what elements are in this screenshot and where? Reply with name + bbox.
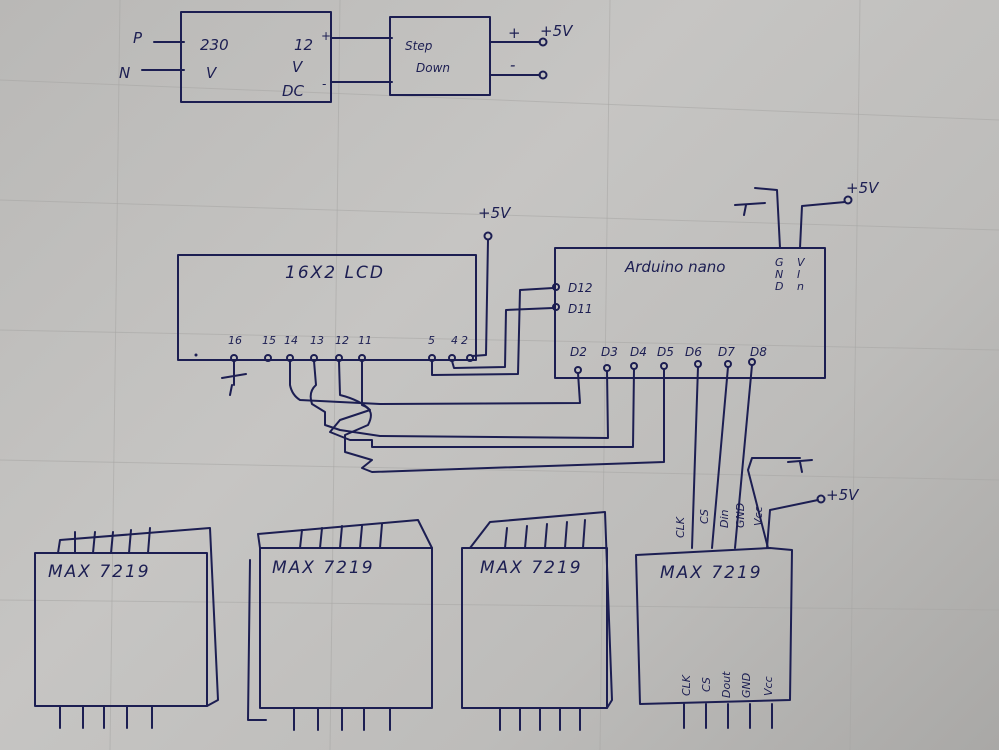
arduino-d3-label: D3 [601, 345, 618, 359]
max-vcc-supply-label: +5V [826, 486, 860, 504]
arduino-max-wiring: +5V [691, 364, 860, 549]
adapter-plus-sign: + [321, 29, 331, 43]
max-output-clk-label: CLK [680, 674, 693, 696]
lcd-pin-labels: 16 15 14 13 12 11 5 4 2 [228, 334, 468, 347]
adapter-output-unit: V [292, 58, 304, 76]
lcd-arduino-wiring [289, 287, 665, 473]
max7219-module-4-title: MAX 7219 [660, 563, 763, 583]
svg-text:V: V [797, 256, 806, 269]
step-down-label-line1: Step [405, 39, 433, 53]
supply-plus-sign: + [508, 24, 521, 42]
adapter-input-unit: V [206, 64, 218, 82]
max7219-module-4-output-labels: CLK CS Dout GND Vcc [680, 671, 775, 698]
max7219-module-4: MAX 7219 CLK CS Din GND Vcc CLK CS Dout … [635, 503, 793, 729]
max7219-module-2: MAX 7219 [247, 519, 433, 731]
arduino-gnd-pin-label: G N D [775, 256, 784, 293]
arduino-d4-label: D4 [630, 345, 647, 359]
arduino-vin-supply-label: +5V [846, 179, 880, 197]
max7219-module-2-title: MAX 7219 [272, 558, 375, 578]
svg-text:I: I [797, 268, 800, 281]
adapter-output-voltage: 12 [294, 36, 313, 54]
arduino-vin-pin-label: V I n [797, 256, 806, 293]
arduino-d2-label: D2 [570, 345, 587, 359]
supply-output-label: +5V [540, 22, 574, 40]
lcd-pin-15-label: 15 [262, 334, 276, 347]
ac-dc-adapter-box [180, 11, 332, 103]
power-supply-section: P N 230 V 12 V DC + - Step Down + - +5V [119, 11, 574, 103]
arduino-d12-label: D12 [568, 281, 593, 295]
max-input-vcc-label: Vcc [752, 506, 765, 526]
max-input-cs-label: CS [698, 509, 711, 524]
max-input-clk-label: CLK [674, 516, 687, 538]
svg-text:N: N [775, 268, 783, 281]
lcd-pin-5-label: 5 [428, 334, 435, 347]
arduino-d6-label: D6 [685, 345, 702, 359]
lcd-pin-12-label: 12 [335, 334, 349, 347]
arduino-title: Arduino nano [624, 258, 725, 276]
arduino-body [554, 247, 826, 379]
lcd-vcc-label: +5V [478, 204, 512, 222]
lcd-pin-4-label: 4 [451, 334, 458, 347]
arduino-d5-label: D5 [657, 345, 674, 359]
lcd-pin-11-label: 11 [358, 334, 372, 347]
arduino-bottom-pin-labels: D2 D3 D4 D5 D6 D7 D8 [570, 345, 767, 359]
supply-minus-terminal [538, 70, 548, 80]
lcd-module: 16X2 LCD 16 15 14 13 12 11 5 4 2 +5 [177, 204, 512, 396]
max-output-dout-label: Dout [720, 671, 733, 698]
adapter-output-type: DC [282, 82, 305, 100]
svg-text:n: n [797, 280, 804, 293]
step-down-converter-box [389, 16, 491, 96]
max7219-module-1-title: MAX 7219 [48, 562, 151, 582]
svg-text:D: D [775, 280, 783, 293]
neutral-label: N [119, 64, 130, 82]
lcd-pin-16-label: 16 [228, 334, 242, 347]
max7219-module-4-input-labels: CLK CS Din GND Vcc [674, 503, 765, 538]
adapter-minus-sign: - [322, 77, 326, 91]
max-output-vcc-label: Vcc [762, 676, 775, 696]
lcd-body [177, 254, 477, 361]
max-input-gnd-label: GND [734, 503, 747, 528]
max7219-module-3-title: MAX 7219 [480, 558, 583, 578]
lcd-title: 16X2 LCD [285, 263, 385, 283]
lcd-pin-13-label: 13 [310, 334, 324, 347]
step-down-label-line2: Down [416, 61, 450, 75]
phase-label: P [133, 29, 143, 47]
max-output-gnd-label: GND [740, 673, 753, 698]
lcd-pin-2-label: 2 [461, 334, 468, 347]
arduino-d7-label: D7 [718, 345, 735, 359]
arduino-d11-label: D11 [568, 302, 593, 316]
max-output-cs-label: CS [700, 677, 713, 692]
lcd-pin-14-label: 14 [284, 334, 298, 347]
supply-plus-terminal [538, 37, 548, 47]
adapter-input-voltage: 230 [200, 36, 229, 54]
arduino-d8-label: D8 [750, 345, 767, 359]
max7219-module-3: MAX 7219 [461, 511, 613, 731]
supply-minus-sign: - [510, 56, 515, 74]
svg-text:G: G [775, 256, 784, 269]
max-input-din-label: Din [718, 509, 731, 528]
arduino-nano-module: Arduino nano D12 D11 G N D V I n +5V D2 … [552, 179, 880, 379]
max7219-module-1: MAX 7219 [34, 527, 219, 729]
